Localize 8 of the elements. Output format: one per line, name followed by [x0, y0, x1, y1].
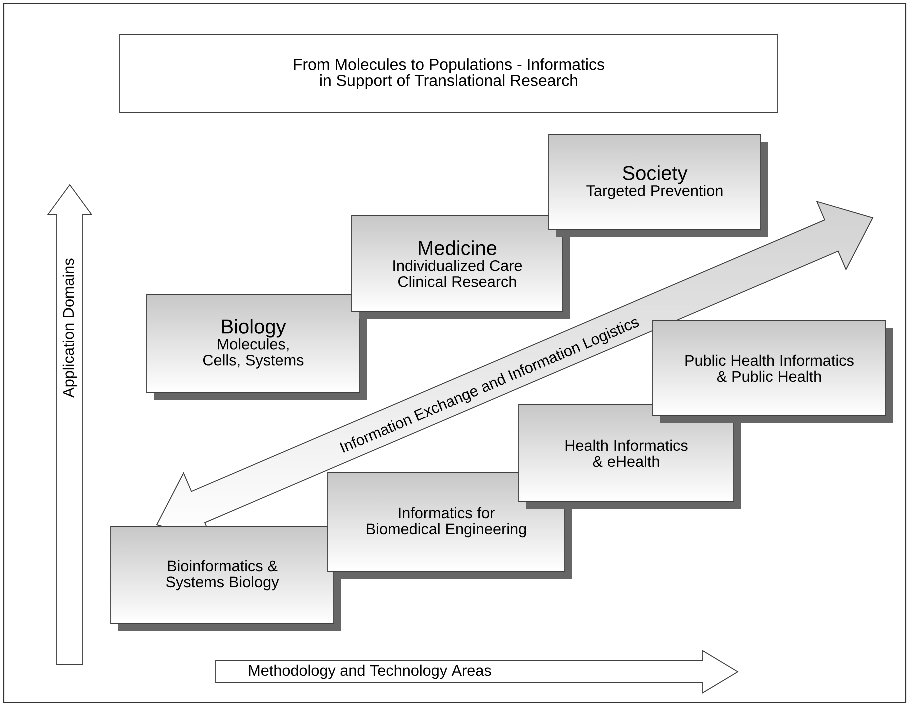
step-box: Society Targeted Prevention — [548, 134, 768, 237]
title-box: From Molecules to Populations - Informatics in Support of Translational Research — [120, 34, 778, 114]
step-box: Informatics for Biomedical Engineering — [328, 472, 572, 579]
step-box: Bioinformatics & Systems Biology — [110, 526, 341, 631]
step-box: Public Health Informatics & Public Health — [652, 320, 893, 423]
step-box: Health Informatics & eHealth — [518, 404, 741, 509]
step-box: Biology Molecules, Cells, Systems — [146, 294, 367, 400]
step-box: Medicine Individualized Care Clinical Research — [352, 216, 570, 319]
